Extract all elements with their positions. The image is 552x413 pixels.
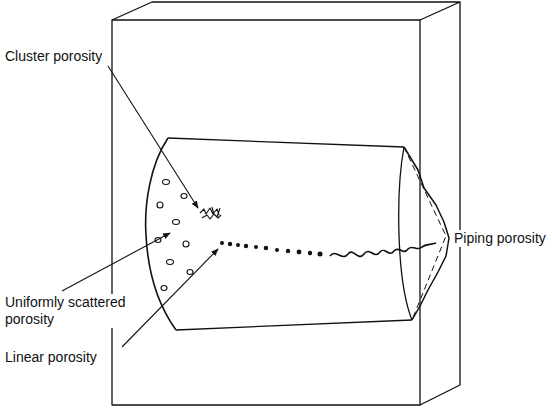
leader-line xyxy=(122,249,218,347)
porosity-label: Linear porosity xyxy=(3,349,99,366)
porosity-label: Piping porosity xyxy=(452,230,548,247)
block-front-face xyxy=(112,20,420,405)
weld-section-right xyxy=(399,147,412,320)
weld-edge-bottom xyxy=(176,320,412,330)
cluster-pores xyxy=(200,207,221,219)
porosity-label: Uniformly scattered porosity xyxy=(3,294,135,328)
leader-line xyxy=(108,66,198,208)
leader-line xyxy=(62,233,170,291)
linear-pores xyxy=(220,241,323,257)
porosity-label: Cluster porosity xyxy=(3,48,104,65)
piping-porosity xyxy=(330,243,436,257)
block-top-face xyxy=(112,2,460,20)
piping-tip xyxy=(404,147,449,320)
scattered-pores xyxy=(155,180,193,291)
block-side-face xyxy=(420,2,460,405)
hidden-edge xyxy=(404,147,446,320)
weld-edge-top xyxy=(168,138,404,147)
